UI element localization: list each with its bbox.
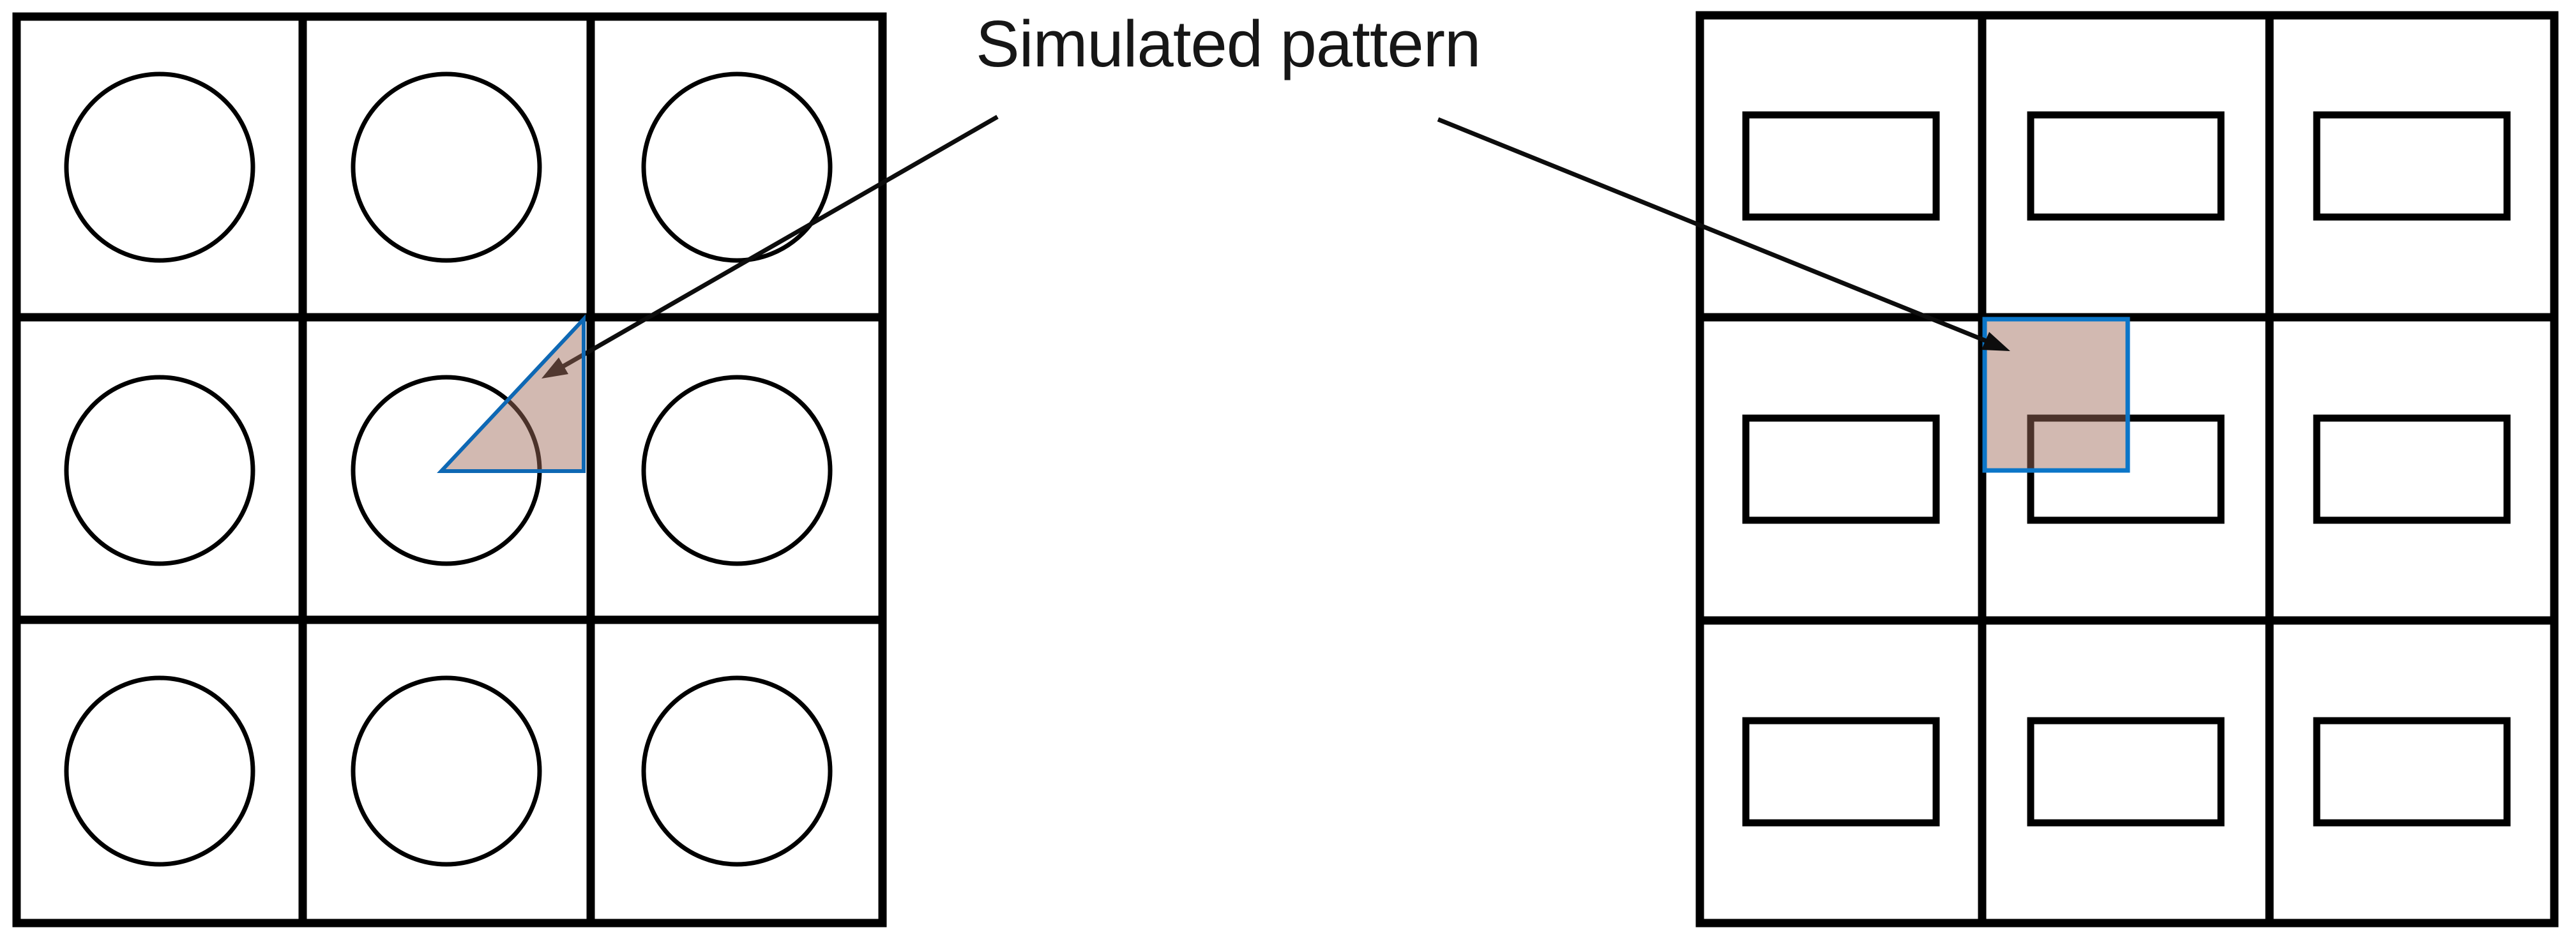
rect-cell-r3c3 [2313,717,2511,827]
rectangle-grid [1695,11,2559,928]
rect-cell-r1c1 [1742,111,1940,221]
rect-cell-r1c3 [2313,111,2511,221]
circle-cell-r1c1 [64,71,255,263]
right-annotation-arrow [1437,117,2010,351]
rect-cell-r2c1 [1742,414,1940,524]
left-arrow-line [552,114,999,375]
left-annotation-arrow [542,114,999,379]
rect-cell-r2c3 [2313,414,2511,524]
right-arrowhead-icon [1981,332,2010,351]
right-arrow-line [1437,117,1994,346]
rect-cell-r1c2 [2027,111,2225,221]
rect-cell-r3c2 [2027,717,2225,827]
rectangle-grid-border [1695,11,2559,928]
simulated-pattern-triangle [437,314,586,473]
circle-cell-r3c3 [641,675,833,867]
circle-grid [12,12,887,928]
pattern-label: Simulated pattern [976,7,1480,80]
circle-cell-r3c1 [64,675,255,867]
circle-cell-r1c2 [351,71,542,263]
circle-grid-border [12,12,887,928]
left-arrowhead-icon [542,357,568,379]
circle-cell-r2c1 [64,375,255,566]
circle-cell-r3c2 [351,675,542,867]
circle-cell-r2c3 [641,375,833,566]
rect-cell-r3c1 [1742,717,1940,827]
circle-cell-r1c3 [641,71,833,263]
simulated-pattern-square [1982,317,2130,473]
